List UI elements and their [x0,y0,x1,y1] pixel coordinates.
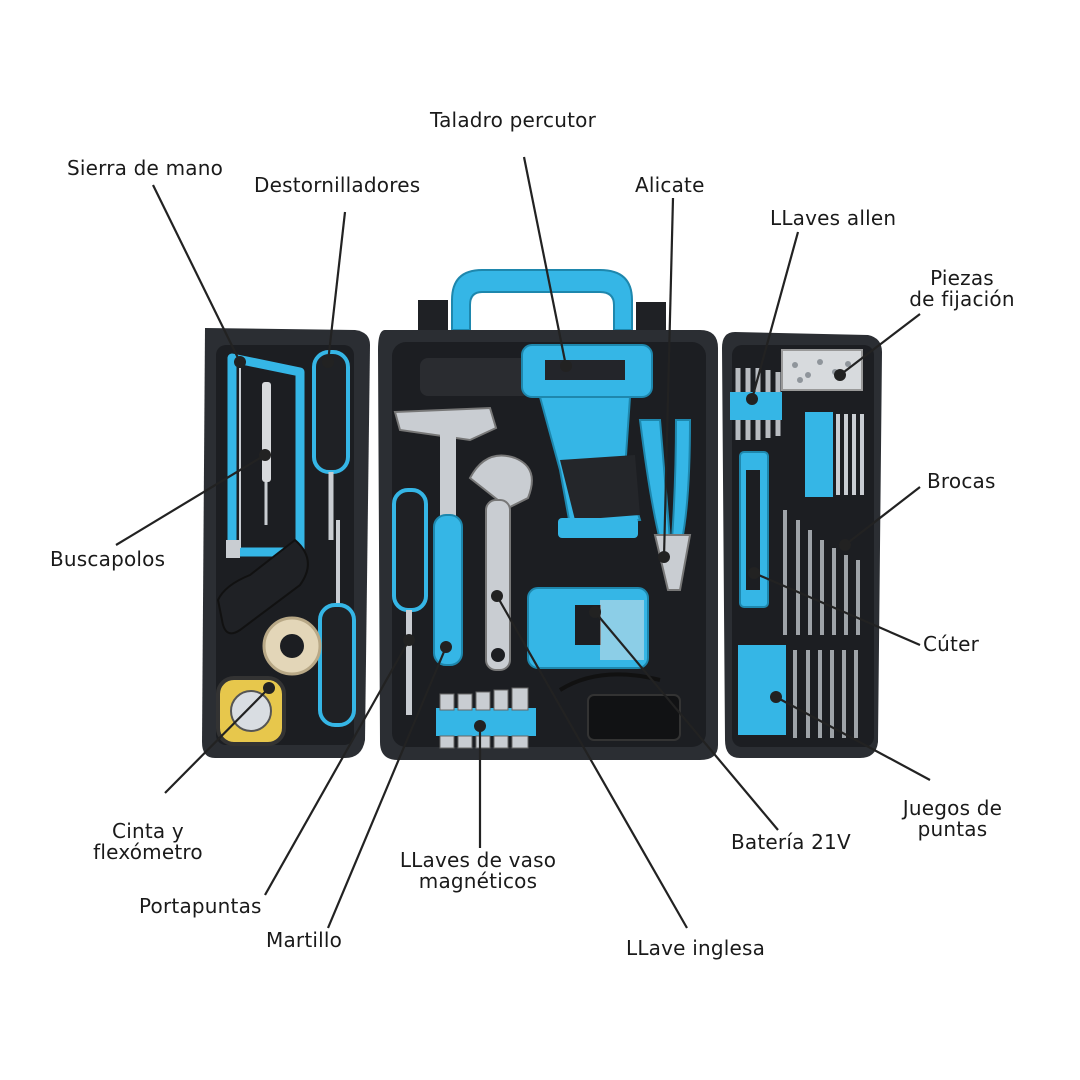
bit-strip [805,412,864,497]
leader-piezas [839,313,921,376]
leader-lines [115,156,931,929]
label-buscapolos: Buscapolos [50,547,166,571]
pliers [638,419,692,591]
leader-martillo [326,646,448,929]
leader-juegos [775,696,931,781]
screwdriver-large [312,350,350,540]
label-juegos-line2: puntas [917,817,988,841]
label-juegos: Juegos de puntas [885,798,1020,840]
screwdriver-small [318,520,356,727]
right-panel [722,332,882,758]
leader-allen [750,231,800,400]
label-cuter: Cúter [923,632,980,656]
label-brocas: Brocas [927,469,996,493]
leader-dots [234,356,851,732]
leader-brocas [844,486,921,546]
battery-21v [527,587,649,669]
leader-cinta [164,687,270,794]
label-llaves-allen: LLaves allen [770,206,897,230]
label-cinta-line1: Cinta y [112,819,184,843]
case-handle [418,269,666,332]
left-panel [202,328,370,758]
label-taladro: Taladro percutor [430,108,597,132]
label-juegos-line1: Juegos de [902,796,1003,820]
label-martillo: Martillo [266,928,343,952]
label-portapuntas: Portapuntas [139,894,262,918]
hand-saw [216,353,309,635]
label-cinta-line2: flexómetro [93,840,203,864]
leader-portapuntas [264,639,410,896]
leader-taladro [522,156,568,367]
drill-bits [783,510,860,635]
leader-destornilladores [326,211,347,363]
bit-holder [392,488,428,715]
measuring-tape [216,676,286,746]
label-llaves-vaso-line2: magnéticos [418,869,538,893]
label-sierra: Sierra de mano [67,156,224,180]
label-piezas-line1: Piezas [930,266,994,290]
label-alicate: Alicate [635,173,705,197]
bit-set [738,645,858,738]
label-piezas-line2: de fijación [909,287,1015,311]
insulating-tape [262,616,322,676]
charger [558,672,681,741]
magnetic-sockets [436,687,536,749]
leader-bateria [594,611,779,831]
leader-llave-inglesa [496,595,688,929]
impact-drill [420,344,653,538]
leader-sierra [152,184,241,363]
utility-knife [739,451,769,608]
label-cinta: Cinta y flexómetro [83,821,213,863]
label-destornilladores: Destornilladores [254,173,421,197]
leader-cuter [753,571,921,647]
label-llaves-vaso-line1: LLaves de vaso [399,848,557,872]
adjustable-wrench [468,454,533,671]
label-llaves-vaso: LLaves de vaso magnéticos [383,850,573,892]
center-panel [378,330,718,760]
fasteners-box [781,349,863,391]
label-bateria: Batería 21V [731,830,851,854]
label-llave-inglesa: LLave inglesa [626,936,766,960]
allen-keys [730,368,782,440]
label-piezas: Piezas de fijación [897,268,1027,310]
leader-buscapolos [115,454,266,546]
hammer [393,406,498,666]
leader-alicate [662,197,675,558]
